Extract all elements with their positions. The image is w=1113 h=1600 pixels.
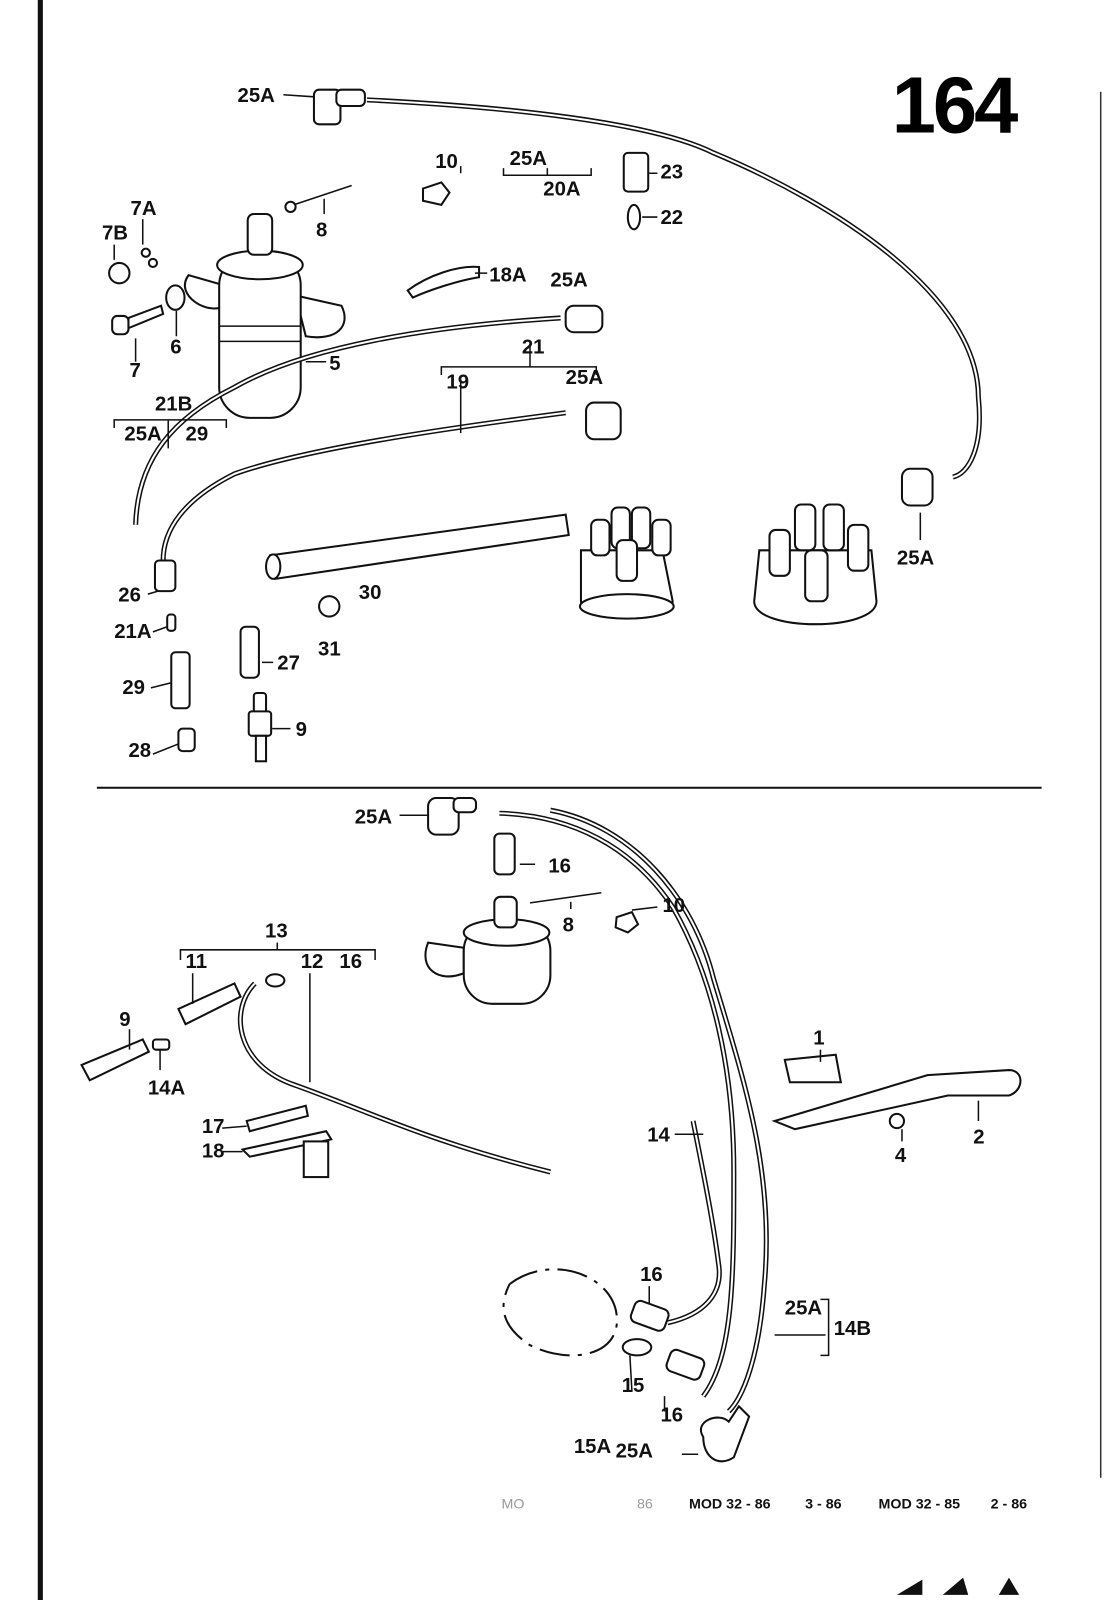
callout: 29 bbox=[186, 423, 209, 445]
callout: 8 bbox=[563, 914, 574, 936]
callout: 14B bbox=[834, 1318, 871, 1340]
connector-icon bbox=[626, 203, 642, 231]
callout: 8 bbox=[316, 219, 327, 241]
distributor-cap-icon bbox=[753, 503, 878, 626]
callout: 10 bbox=[662, 895, 685, 917]
callout: 18 bbox=[202, 1141, 225, 1163]
callout: 16 bbox=[660, 1405, 683, 1427]
footer-faint-date: 86 bbox=[637, 1496, 653, 1512]
callout: 23 bbox=[660, 161, 683, 183]
callout: 6 bbox=[170, 337, 181, 359]
callout: 27 bbox=[277, 653, 300, 675]
footer-date-1: 3 - 86 bbox=[805, 1496, 842, 1512]
footer-model-1: MOD 32 - 86 bbox=[689, 1496, 771, 1512]
left-binding-edge bbox=[37, 0, 43, 1600]
callout: 7B bbox=[102, 222, 128, 244]
callout: 25A bbox=[124, 423, 162, 445]
callout: 16 bbox=[548, 855, 571, 877]
suppressor-icon bbox=[622, 151, 650, 193]
callout: 7 bbox=[129, 360, 140, 382]
callout: 22 bbox=[660, 207, 683, 229]
callout: 7A bbox=[131, 198, 157, 220]
callout: 9 bbox=[296, 719, 307, 741]
footer-model-2: MOD 32 - 85 bbox=[879, 1496, 961, 1512]
callout: 28 bbox=[128, 740, 151, 762]
sensor-icon bbox=[783, 1053, 843, 1084]
plug-boot-icon bbox=[177, 982, 242, 1026]
callout: 14A bbox=[148, 1078, 186, 1100]
callout: 21B bbox=[155, 394, 192, 416]
callout: 26 bbox=[118, 584, 141, 606]
callout: 16 bbox=[640, 1264, 663, 1286]
nut-icon bbox=[888, 1112, 906, 1130]
callout: 2 bbox=[973, 1126, 984, 1148]
spark-plug-icon bbox=[247, 691, 273, 763]
callout: 25A bbox=[550, 269, 588, 291]
callout: 10 bbox=[435, 151, 458, 173]
callout: 25A bbox=[566, 367, 604, 389]
nut-icon bbox=[108, 261, 131, 285]
callout: 9 bbox=[119, 1009, 130, 1031]
callout: 25A bbox=[616, 1440, 654, 1462]
callout: 29 bbox=[122, 677, 145, 699]
clamp-icon bbox=[318, 595, 341, 618]
spark-plug-icon bbox=[80, 1038, 151, 1082]
callout: 21A bbox=[114, 621, 152, 643]
screw-icon bbox=[111, 304, 165, 336]
callout: 25A bbox=[510, 148, 548, 170]
top-assembly bbox=[108, 88, 982, 763]
callout: 15A bbox=[574, 1436, 612, 1458]
callout: 1 bbox=[813, 1028, 824, 1050]
callout: 16 bbox=[339, 951, 362, 973]
callout: 17 bbox=[202, 1116, 225, 1138]
ignition-coil-icon bbox=[424, 895, 552, 1005]
callout-labels: 25A 10 25A 20A 23 22 7A 7B 8 18A 25A 7 6… bbox=[102, 85, 985, 1462]
callout: 20A bbox=[543, 179, 581, 201]
callout: 25A bbox=[355, 806, 393, 828]
callout: 25A bbox=[238, 85, 276, 107]
footer-date-2: 2 - 86 bbox=[991, 1496, 1028, 1512]
washer-icon bbox=[165, 284, 186, 311]
callout: 12 bbox=[301, 951, 324, 973]
callout: 25A bbox=[897, 548, 935, 570]
footer-faint-model: MO bbox=[501, 1496, 524, 1512]
tube-icon bbox=[268, 513, 570, 581]
clip-icon bbox=[421, 181, 451, 206]
distributor-cap-icon bbox=[578, 506, 675, 620]
page-number: 164 bbox=[892, 60, 1018, 149]
model-footer: MO 86 MOD 32 - 86 3 - 86 MOD 32 - 85 2 -… bbox=[501, 1496, 1027, 1512]
callout: 15 bbox=[622, 1375, 645, 1397]
callout: 31 bbox=[318, 638, 341, 660]
callout: 5 bbox=[329, 353, 340, 375]
corner-marks bbox=[896, 1577, 1020, 1595]
plug-connector-icon bbox=[312, 88, 366, 126]
bracket-icon bbox=[771, 1069, 1022, 1131]
wire-holder-icon bbox=[406, 265, 481, 299]
callout: 30 bbox=[359, 582, 382, 604]
ignition-coil-icon bbox=[183, 212, 346, 419]
callout: 21 bbox=[522, 337, 545, 359]
callout: 11 bbox=[186, 951, 208, 973]
callout: 4 bbox=[895, 1145, 907, 1167]
callout: 13 bbox=[265, 921, 288, 943]
callout: 18A bbox=[489, 264, 527, 286]
bottom-assembly bbox=[80, 796, 1022, 1463]
callout: 25A bbox=[785, 1298, 823, 1320]
callout: 19 bbox=[446, 371, 469, 393]
callout: 14 bbox=[647, 1124, 670, 1146]
